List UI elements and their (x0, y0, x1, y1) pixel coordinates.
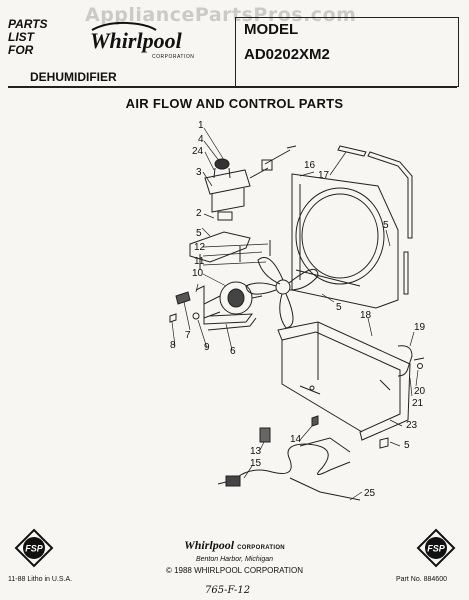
wire-harness (289, 477, 361, 501)
callout-number: 19 (414, 322, 426, 333)
model-number: AD0202XM2 (244, 46, 330, 63)
drain-hose-bracket (397, 345, 425, 377)
callout-number: 12 (194, 242, 206, 253)
gasket-strip (337, 145, 413, 295)
callout-number: 2 (196, 208, 202, 219)
capacitor-bracket (311, 415, 319, 427)
brand-logo: Whirlpool (90, 28, 182, 53)
control-switch-assembly (204, 145, 297, 221)
nut (192, 312, 200, 320)
header-rule (8, 86, 457, 88)
callout-number: 20 (414, 386, 426, 397)
fsp-logo-text: FSP (427, 544, 446, 554)
callout-number: 3 (196, 167, 202, 178)
part-number: Part No. 884600 (396, 576, 447, 583)
fsp-logo-icon: FSP (14, 528, 54, 568)
callout-number: 5 (336, 302, 342, 313)
callout-number: 5 (383, 220, 389, 231)
callout-number: 5 (404, 440, 410, 451)
callout-number: 18 (360, 310, 372, 321)
footer-brand: Whirlpool CORPORATION (0, 538, 469, 553)
screw (379, 437, 389, 449)
callout-number: 4 (198, 134, 204, 145)
motor (203, 281, 263, 319)
product-name: DEHUMIDIFIER (30, 70, 117, 84)
callout-number: 15 (250, 458, 262, 469)
callout-number: 14 (290, 434, 302, 445)
callout-number: 17 (318, 170, 330, 181)
power-cord (217, 437, 351, 487)
screw (169, 313, 177, 323)
callout-number: 7 (185, 330, 191, 341)
fsp-logo-icon: FSP (416, 528, 456, 568)
callout-number: 1 (198, 120, 204, 131)
parts-list-line: LIST (8, 30, 34, 44)
print-note: 11-88 Litho in U.S.A. (8, 576, 73, 583)
callout-number: 24 (192, 146, 204, 157)
callout-number: 10 (192, 268, 204, 279)
footer-brand-corporation: CORPORATION (237, 545, 285, 551)
callout-number: 16 (304, 160, 316, 171)
clip (175, 291, 191, 305)
capacitor (259, 427, 271, 443)
callout-number: 13 (250, 446, 262, 457)
footer-brand-name: Whirlpool (184, 538, 235, 552)
parts-list-line: PARTS (8, 17, 48, 31)
motor-bracket (195, 285, 257, 331)
brand-swoosh-icon (91, 21, 157, 31)
callout-number: 6 (230, 346, 236, 357)
fsp-logo-text: FSP (25, 544, 44, 554)
brand-corporation: CORPORATION (152, 54, 195, 60)
callout-number: 23 (406, 420, 418, 431)
callout-number: 25 (364, 488, 376, 499)
footer-city: Benton Harbor, Michigan (195, 556, 274, 563)
watermark: AppliancePartsPros.com (85, 4, 357, 26)
callout-number: 21 (412, 398, 424, 409)
model-box: MODEL AD0202XM2 (235, 17, 459, 87)
parts-list-label: PARTS LIST FOR (8, 18, 48, 57)
callout-number: 8 (170, 340, 176, 351)
bracket (189, 231, 251, 270)
callout-number: 9 (204, 342, 210, 353)
fan-shroud (291, 173, 399, 309)
handwritten-note: 765-F-12 (205, 585, 251, 596)
model-label: MODEL (244, 21, 299, 38)
footer-copyright: © 1988 WHIRLPOOL CORPORATION (165, 566, 304, 575)
section-title: AIR FLOW AND CONTROL PARTS (125, 96, 344, 111)
parts-list-line: FOR (8, 43, 34, 57)
leader-lines (171, 127, 419, 501)
callout-number: 5 (196, 228, 202, 239)
exploded-parts-diagram (169, 127, 425, 501)
base-pan (277, 321, 411, 441)
callout-number: 11 (194, 256, 205, 267)
